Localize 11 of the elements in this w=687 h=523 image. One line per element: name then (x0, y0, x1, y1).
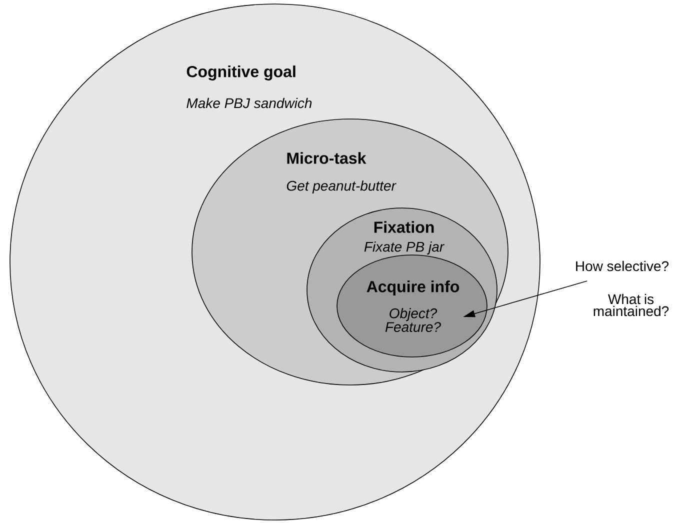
region-title: Acquire info (366, 280, 460, 296)
region-title: Micro-task (287, 152, 366, 164)
question-text: How selective? (576, 260, 669, 272)
region-title: Fixation (374, 221, 434, 233)
region-subtitle: Get peanut-butter (286, 180, 396, 194)
ellipse-region (336, 254, 488, 358)
question-text: What is maintained? (594, 294, 669, 316)
region-subtitle: Object? Feature? (385, 308, 441, 332)
region-subtitle: Fixate PB jar (364, 241, 445, 255)
region-title: Cognitive goal (186, 66, 296, 80)
region-subtitle: Make PBJ sandwich (186, 98, 312, 108)
